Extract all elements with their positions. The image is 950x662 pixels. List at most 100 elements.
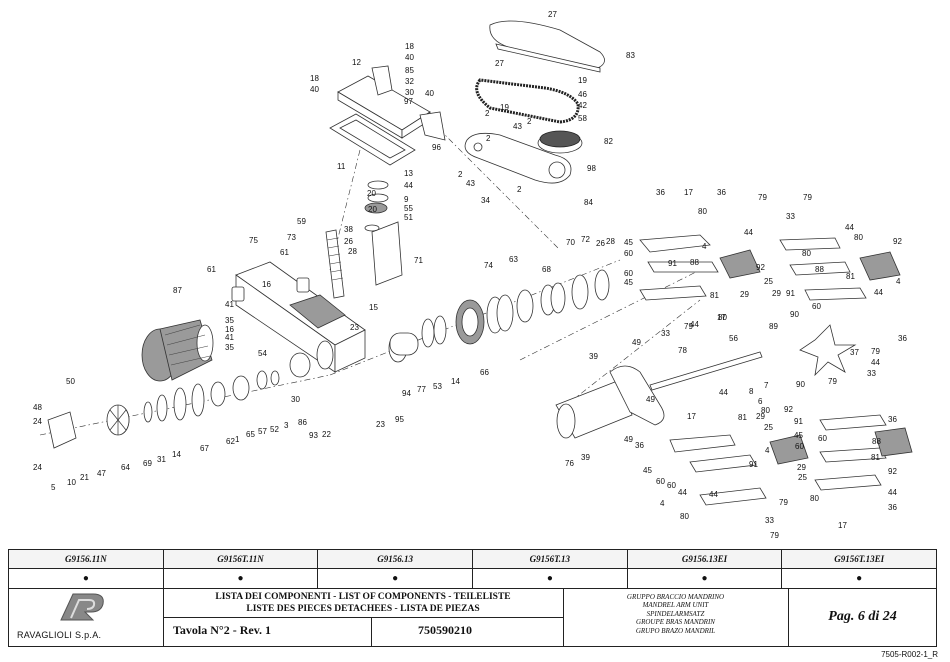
part-number-label: 29	[740, 290, 749, 299]
part-number-label: 54	[258, 349, 267, 358]
part-number-label: 18	[310, 74, 319, 83]
part-number-label: 52	[270, 425, 279, 434]
part-number-label: 7	[764, 381, 769, 390]
title-block: G9156.11N G9156T.11N G9156.13 G9156T.13 …	[8, 549, 937, 647]
part-number-label: 55	[404, 204, 413, 213]
part-number-label: 49	[646, 395, 655, 404]
part-number-label: 90	[790, 310, 799, 319]
mandrel	[555, 365, 665, 439]
part-number-label: 80	[761, 406, 770, 415]
part-number-label: 11	[337, 162, 346, 171]
part-number-label: 33	[661, 329, 670, 338]
part-number-label: 79	[770, 531, 779, 540]
model-header-row: G9156.11N G9156T.11N G9156.13 G9156T.13 …	[9, 550, 936, 569]
part-number-label: 92	[893, 237, 902, 246]
part-number-label: 80	[810, 494, 819, 503]
part-number-label: 92	[784, 405, 793, 414]
part-number-label: 60	[624, 249, 633, 258]
part-number-label: 85	[405, 66, 414, 75]
drawing-number: 750590210	[418, 623, 472, 637]
seal-rings	[110, 269, 610, 435]
part-number-label: 19	[500, 103, 509, 112]
part-number-label: 33	[765, 516, 774, 525]
part-number-label: 60	[667, 481, 676, 490]
gasket	[329, 113, 416, 166]
part-number-label: 90	[796, 380, 805, 389]
part-number-label: 39	[581, 453, 590, 462]
part-number-label: 17	[684, 188, 693, 197]
part-number-label: 78	[678, 346, 687, 355]
part-number-label: 72	[581, 235, 590, 244]
part-number-label: 45	[643, 466, 652, 475]
part-number-label: 44	[845, 223, 854, 232]
part-number-label: 69	[143, 459, 152, 468]
availability-dot: ●	[9, 568, 164, 588]
part-number-label: 68	[542, 265, 551, 274]
part-number-label: 91	[668, 259, 677, 268]
shaft	[649, 351, 763, 391]
group-name-line: GROUPE BRAS MANDRIN	[636, 618, 715, 627]
group-name-line: GRUPO BRAZO MANDRIL	[635, 626, 716, 635]
part-number-label: 35	[225, 343, 234, 352]
part-number-label: 76	[565, 459, 574, 468]
part-number-label: 17	[838, 521, 847, 530]
part-number-label: 44	[404, 181, 413, 190]
model-code: G9156.13EI	[628, 550, 783, 568]
company-logo-box: RAVAGLIOLI S.p.A.	[9, 588, 164, 646]
part-number-label: 17	[717, 313, 726, 322]
part-number-label: 93	[309, 431, 318, 440]
model-code: G9156T.13EI	[834, 554, 885, 564]
part-number-label: 96	[432, 143, 441, 152]
part-number-label: 18	[405, 42, 414, 51]
part-number-label: 29	[772, 289, 781, 298]
part-number-label: 60	[624, 269, 633, 278]
part-number-label: 64	[121, 463, 130, 472]
part-number-label: 21	[80, 473, 89, 482]
part-number-label: 67	[200, 444, 209, 453]
part-number-label: 34	[481, 196, 490, 205]
part-number-label: 44	[719, 388, 728, 397]
part-number-label: 39	[589, 352, 598, 361]
part-number-label: 40	[405, 53, 414, 62]
part-number-label: 49	[632, 338, 641, 347]
group-name-line: SPINDELARMSATZ	[646, 609, 705, 618]
part-number-label: 44	[744, 228, 753, 237]
part-number-label: 80	[698, 207, 707, 216]
part-number-label: 82	[604, 137, 613, 146]
part-number-label: 2	[485, 109, 490, 118]
part-number-label: 91	[749, 460, 758, 469]
part-number-label: 35	[225, 316, 234, 325]
part-number-label: 28	[606, 237, 615, 246]
part-number-label: 16	[262, 280, 271, 289]
part-number-label: 36	[898, 334, 907, 343]
model-code: G9156.11N	[9, 550, 164, 568]
part-number-label: 4	[896, 277, 901, 286]
part-number-label: 66	[480, 368, 489, 377]
part-number-label: 57	[258, 427, 267, 436]
part-number-label: 6	[758, 397, 763, 406]
part-number-label: 92	[888, 467, 897, 476]
part-number-label: 94	[402, 389, 411, 398]
part-number-label: 53	[433, 382, 442, 391]
part-number-label: 4	[765, 446, 770, 455]
part-number-label: 65	[246, 430, 255, 439]
list-title: LISTA DEI COMPONENTI - LIST OF COMPONENT…	[163, 588, 563, 618]
fan	[106, 404, 130, 436]
part-number-label: 44	[678, 488, 687, 497]
part-number-label: 44	[690, 320, 699, 329]
flange	[47, 411, 77, 449]
part-number-label: 70	[566, 238, 575, 247]
part-number-label: 79	[758, 193, 767, 202]
clamp-arms-upper	[639, 234, 901, 301]
part-number-label: 17	[687, 412, 696, 421]
part-number-label: 4	[660, 499, 665, 508]
part-number-label: 45	[624, 238, 633, 247]
part-number-label: 33	[867, 369, 876, 378]
part-number-label: 25	[798, 473, 807, 482]
part-number-label: 59	[297, 217, 306, 226]
part-number-label: 50	[66, 377, 75, 386]
part-number-label: 88	[872, 437, 881, 446]
part-number-label: 89	[769, 322, 778, 331]
part-number-label: 81	[846, 272, 855, 281]
star-hub	[799, 324, 857, 377]
